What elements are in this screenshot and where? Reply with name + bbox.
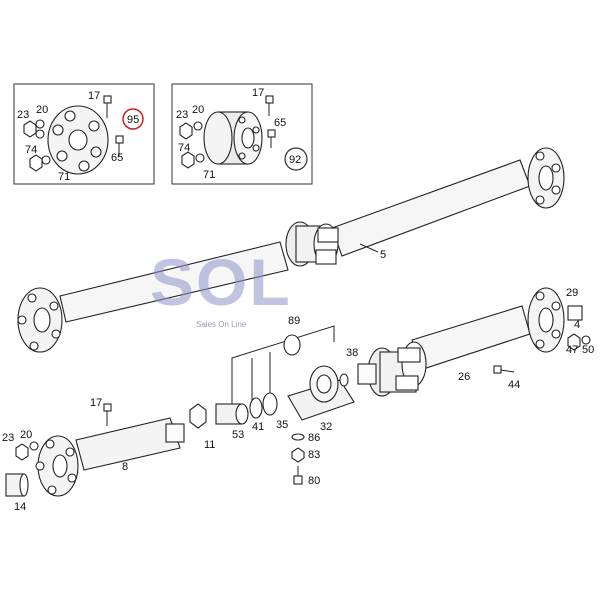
label-5: 5 [380,249,386,261]
universal-joint-top [285,221,339,267]
ring-38 [339,373,349,387]
label-83: 83 [308,449,320,461]
flange-left-top [17,287,63,353]
sleeve-53 [215,403,249,425]
label-71-right: 71 [203,169,215,181]
sol-watermark: SOL Sales On Line [150,245,292,329]
circle-92 [284,147,308,171]
flange-right-top [527,147,565,209]
label-20-bottom: 20 [20,429,32,441]
watermark-brand: SOL [150,245,292,319]
universal-joint-middle [357,341,427,397]
nut-23 [23,120,37,138]
nut-23-bottom [15,443,29,461]
bolt-17 [103,95,112,118]
center-bearing-group: 89 38 53 41 35 32 11 86 83 80 [189,315,358,487]
watermark-tagline: Sales On Line [196,320,247,329]
label-44: 44 [508,379,520,391]
label-20-right: 20 [192,104,204,116]
label-80: 80 [308,475,320,487]
bushing-29 [567,305,583,321]
bolt-80 [293,466,303,485]
label-95: 95 [127,114,139,126]
washer-86 [291,433,305,441]
label-17: 17 [88,90,100,102]
circle-95 [122,108,144,130]
bolt-17-bottom [103,403,112,426]
label-11: 11 [204,439,215,451]
bolt-17-right [265,95,274,116]
label-23-bottom: 23 [2,432,14,444]
label-86: 86 [308,432,320,444]
nut-74 [29,154,43,172]
label-74: 74 [25,144,37,156]
label-17-bottom: 17 [90,397,102,409]
label-23-right: 23 [176,109,188,121]
washer-74 [41,155,51,165]
nut-23-right [179,122,193,140]
rear-shaft-section: 29 4 47 50 26 44 [357,287,594,397]
label-23: 23 [17,109,29,121]
bolt-44 [493,365,515,374]
label-53: 53 [232,429,244,441]
label-8: 8 [122,461,128,473]
label-17-right: 17 [252,87,264,99]
nut-83 [291,447,305,463]
inset-flex-disc-kit-95: 17 20 23 95 74 65 71 [13,83,155,185]
label-71: 71 [58,171,70,183]
ring-35 [262,392,278,416]
washer-20-bottom [29,441,39,451]
propeller-shaft-assembly: 5 [17,147,565,353]
front-shaft-section: 17 23 20 14 8 [2,397,185,513]
label-89: 89 [288,315,300,327]
label-50: 50 [582,344,594,356]
seal-89 [283,334,301,356]
washer-74-right [195,153,205,163]
label-74-right: 74 [178,142,190,154]
label-47: 47 [566,344,578,356]
flex-disc-thick-drawing [203,111,263,165]
label-65: 65 [111,152,123,164]
inset-flex-disc-kit-92: 17 23 20 65 74 71 92 [171,83,313,185]
nut-11 [189,403,207,429]
label-26: 26 [458,371,470,383]
washer-20 [35,119,45,129]
splined-end [165,423,185,443]
flange-right-middle [527,287,565,353]
label-65-right: 65 [274,117,286,129]
washer-20-right [193,121,203,131]
nut-74-right [181,151,195,169]
bolt-65-right [267,129,276,148]
label-35: 35 [276,419,288,431]
flange-left-bottom [35,435,79,497]
center-bearing-32 [287,365,355,421]
bushing-14 [5,473,29,497]
label-38: 38 [346,347,358,359]
flex-disc-drawing [47,105,109,175]
nut-47 [567,333,581,351]
ring-41 [249,397,263,419]
washer-50 [581,335,591,345]
bolt-65 [115,135,124,156]
label-92: 92 [289,154,301,166]
label-14: 14 [14,501,26,513]
label-4: 4 [574,319,580,331]
label-32: 32 [320,421,332,433]
label-41: 41 [252,421,264,433]
washer-20b [35,129,45,139]
label-20: 20 [36,104,48,116]
label-29: 29 [566,287,578,299]
